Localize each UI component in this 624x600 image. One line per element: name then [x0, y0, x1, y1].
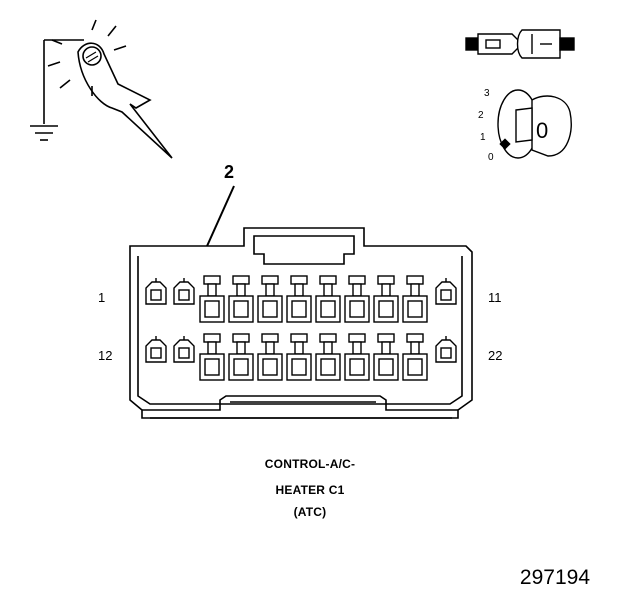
key-position-3: 3: [484, 88, 490, 99]
latch-cavity: [145, 278, 167, 305]
key-position-1: 1: [480, 132, 486, 143]
terminal-cavity: [228, 275, 254, 323]
terminal-cavity: [344, 275, 370, 323]
terminal-cavity: [257, 275, 283, 323]
connector-disconnected-icon: [465, 29, 575, 59]
latch-cavity: [145, 336, 167, 363]
terminal-cavity: [228, 333, 254, 381]
caption-line-3: (ATC): [293, 505, 327, 519]
pin-label-12: 12: [98, 348, 112, 363]
latch-cavity: [173, 336, 195, 363]
terminal-cavity: [286, 275, 312, 323]
terminal-cavity: [402, 275, 428, 323]
connector-body: [129, 227, 473, 419]
terminal-cavity: [344, 333, 370, 381]
key-position-0: 0: [488, 152, 494, 163]
terminal-cavity: [199, 333, 225, 381]
latch-cavity: [435, 278, 457, 305]
terminal-cavity: [315, 275, 341, 323]
pin-label-11: 11: [488, 290, 502, 305]
ignition-key-off-icon: 3 2 1 0 0: [478, 88, 572, 163]
terminal-cavity: [402, 333, 428, 381]
latch-cavity: [173, 278, 195, 305]
terminal-cavity: [286, 333, 312, 381]
terminal-cavity: [373, 275, 399, 323]
key-symbol: 0: [536, 118, 548, 143]
terminal-cavity: [315, 333, 341, 381]
pin-label-1: 1: [98, 290, 105, 305]
latch-cavity: [435, 336, 457, 363]
figure-number: 297194: [519, 566, 590, 589]
terminal-cavities: [145, 275, 457, 381]
pin-label-22: 22: [488, 348, 502, 363]
terminal-cavity: [257, 333, 283, 381]
callout-number: 2: [224, 162, 234, 182]
test-probe-icon: [43, 19, 173, 159]
terminal-cavity: [373, 333, 399, 381]
key-position-2: 2: [478, 110, 484, 121]
caption-line-2: HEATER C1: [275, 483, 345, 497]
caption-line-1: CONTROL-A/C-: [264, 457, 356, 471]
terminal-cavity: [199, 275, 225, 323]
ground-icon: [30, 125, 58, 141]
